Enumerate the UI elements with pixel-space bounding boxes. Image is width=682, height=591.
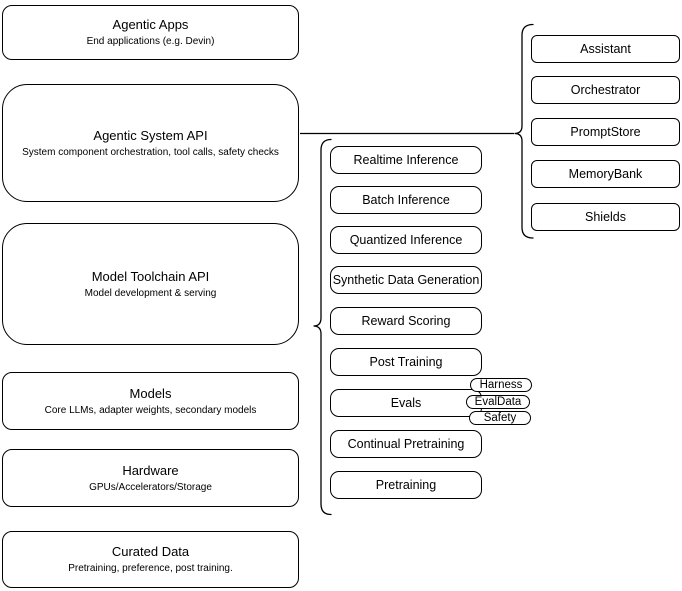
layer-curated-data: Curated Data Pretraining, preference, po… <box>2 531 299 588</box>
toolchain-item-label: Synthetic Data Generation <box>332 273 480 287</box>
layer-agentic-apps: Agentic Apps End applications (e.g. Devi… <box>2 5 299 60</box>
layer-agentic-system-api: Agentic System API System component orch… <box>2 84 299 202</box>
eval-tag-evaldata: EvalData <box>466 395 530 409</box>
layer-hardware: Hardware GPUs/Accelerators/Storage <box>2 449 299 507</box>
toolchain-item-label: Evals <box>390 396 422 410</box>
component-label: Shields <box>585 210 626 224</box>
component-memorybank: MemoryBank <box>531 160 680 188</box>
eval-tag-label: Harness <box>479 379 523 391</box>
layer-subtitle: Model development & serving <box>84 287 217 299</box>
component-promptstore: PromptStore <box>531 118 680 146</box>
eval-tag-label: Safety <box>483 412 517 424</box>
layer-title: Agentic System API <box>93 127 208 143</box>
toolchain-item-label: Quantized Inference <box>349 233 463 247</box>
layer-title: Curated Data <box>111 544 190 559</box>
layer-models: Models Core LLMs, adapter weights, secon… <box>2 372 299 430</box>
toolchain-item-label: Batch Inference <box>362 193 450 207</box>
component-label: PromptStore <box>570 125 641 139</box>
toolchain-item-evals: Evals <box>330 389 482 417</box>
toolchain-item-label: Post Training <box>369 355 443 369</box>
eval-tag-safety: Safety <box>469 411 531 425</box>
layer-subtitle: GPUs/Accelerators/Storage <box>89 481 212 493</box>
layer-subtitle: Pretraining, preference, post training. <box>68 563 233 574</box>
eval-tag-label: EvalData <box>474 396 522 408</box>
layer-model-toolchain-api: Model Toolchain API Model development & … <box>2 223 299 345</box>
layer-title: Models <box>129 385 172 401</box>
eval-tag-harness: Harness <box>470 378 532 392</box>
layer-subtitle: Core LLMs, adapter weights, secondary mo… <box>44 404 257 416</box>
toolchain-item-post-training: Post Training <box>330 348 482 376</box>
component-assistant: Assistant <box>531 35 680 63</box>
component-label: Orchestrator <box>570 83 641 97</box>
toolchain-item-label: Reward Scoring <box>361 314 451 328</box>
toolchain-item-reward-scoring: Reward Scoring <box>330 307 482 335</box>
layer-subtitle: End applications (e.g. Devin) <box>86 36 215 47</box>
toolchain-item-synthetic-data-generation: Synthetic Data Generation <box>330 266 482 294</box>
layer-title: Hardware <box>122 462 179 478</box>
layer-subtitle: System component orchestration, tool cal… <box>22 146 279 158</box>
toolchain-item-label: Continual Pretraining <box>347 437 465 451</box>
component-label: MemoryBank <box>568 167 643 181</box>
component-orchestrator: Orchestrator <box>531 76 680 104</box>
toolchain-item-continual-pretraining: Continual Pretraining <box>330 430 482 458</box>
component-label: Assistant <box>580 42 631 56</box>
toolchain-item-pretraining: Pretraining <box>330 471 482 499</box>
toolchain-item-realtime-inference: Realtime Inference <box>330 146 482 174</box>
toolchain-item-label: Realtime Inference <box>353 153 459 167</box>
toolchain-item-batch-inference: Batch Inference <box>330 186 482 214</box>
component-shields: Shields <box>531 203 680 231</box>
layer-title: Model Toolchain API <box>91 268 210 284</box>
toolchain-bracket <box>313 138 332 516</box>
layer-title: Agentic Apps <box>112 17 189 32</box>
toolchain-item-label: Pretraining <box>375 478 437 492</box>
toolchain-item-quantized-inference: Quantized Inference <box>330 226 482 254</box>
